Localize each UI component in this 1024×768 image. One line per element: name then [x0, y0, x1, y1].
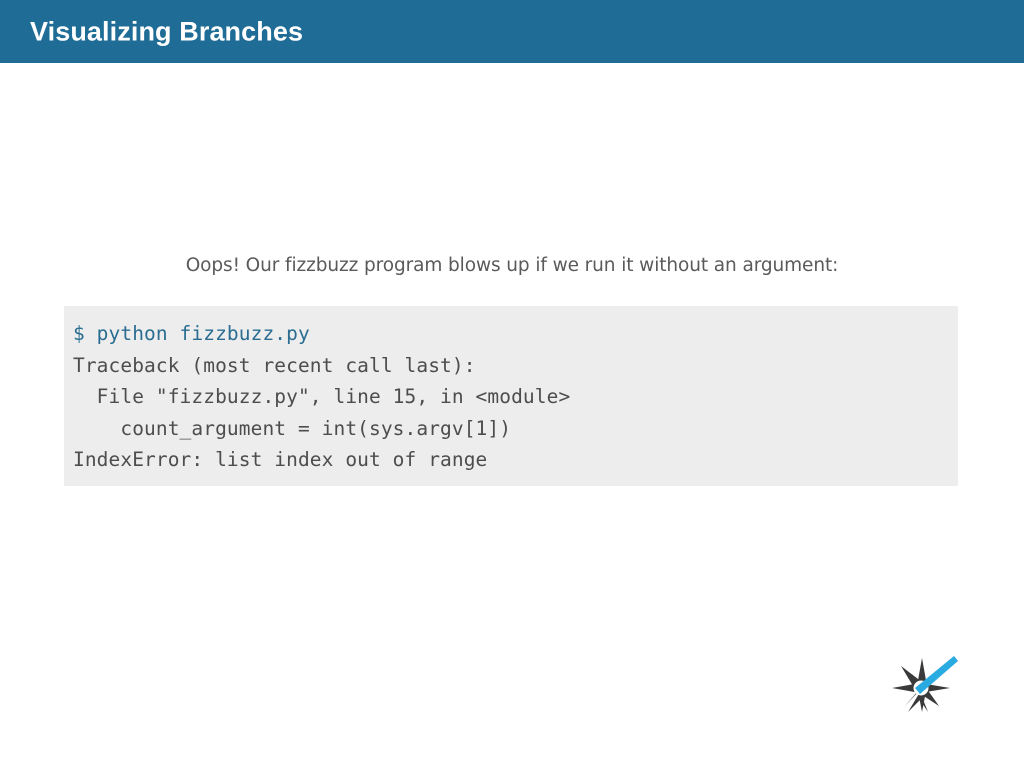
caption-text: Oops! Our fizzbuzz program blows up if w… [185, 255, 839, 276]
logo-streak [915, 656, 958, 694]
code-line-source: count_argument = int(sys.argv[1]) [73, 416, 512, 440]
slide-body: Oops! Our fizzbuzz program blows up if w… [0, 63, 1024, 768]
slide-header: Visualizing Branches [0, 0, 1024, 63]
starburst-logo-icon [886, 650, 962, 726]
code-line-command: $ python fizzbuzz.py [73, 322, 310, 345]
page-title: Visualizing Branches [30, 16, 304, 46]
code-line-error: IndexError: list index out of range [73, 448, 488, 471]
terminal-code-block: $ python fizzbuzz.py Traceback (most rec… [64, 306, 958, 486]
code-line-file-ref: File "fizzbuzz.py", line 15, in <module> [73, 385, 571, 408]
code-line-traceback-header: Traceback (most recent call last): [73, 353, 476, 377]
